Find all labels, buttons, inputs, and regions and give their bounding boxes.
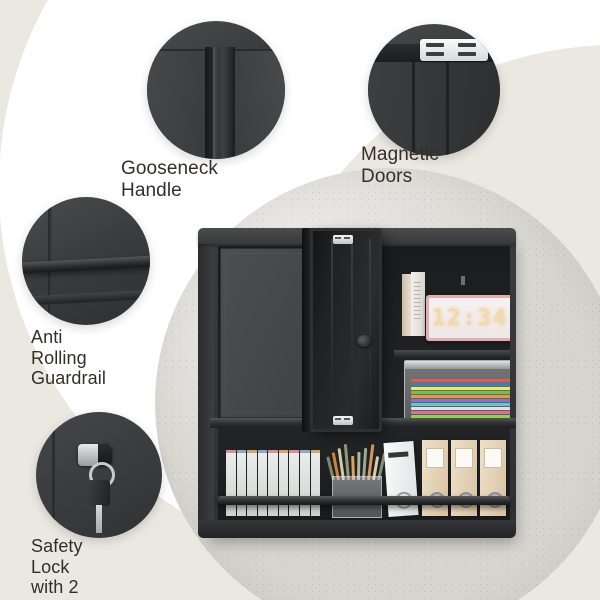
handle-left-door-face (147, 49, 205, 159)
colored-pencils (326, 444, 387, 481)
safety-lock-detail-image (36, 412, 162, 538)
guardrail-shelf-edge (22, 289, 150, 306)
right-door-edge (302, 228, 311, 432)
upper-book-a (402, 274, 411, 336)
paper-sheet (411, 403, 510, 406)
gooseneck-channel-icon (205, 47, 235, 159)
paper-sheet (411, 391, 510, 394)
callout-label-safety-lock: Safety Lock with 2 Keys (31, 536, 83, 600)
door-rib-1 (331, 239, 333, 421)
upper-shelf-tag (461, 276, 465, 285)
key-blade-icon (96, 505, 102, 533)
paper-sheet (411, 407, 510, 410)
right-cabinet-door-open[interactable] (302, 228, 382, 432)
white-book-row (226, 450, 321, 516)
upper-book-b (411, 272, 425, 336)
paper-sheet (411, 415, 510, 418)
cabinet-bottom-panel (198, 520, 516, 538)
paper-sheet (411, 411, 510, 414)
lock-panel-seam (52, 412, 55, 538)
callout-label-gooseneck-handle: Gooseneck Handle (121, 158, 219, 201)
pencil (343, 444, 350, 481)
magnet-door-seam-1 (412, 61, 415, 156)
door-rib-2 (351, 239, 353, 421)
gooseneck-handle-detail-image (147, 21, 285, 159)
key-head-icon (88, 480, 110, 506)
magnetic-catch-bottom-icon (333, 416, 353, 425)
paper-stack (411, 379, 510, 418)
lower-compartment-interior (218, 428, 510, 520)
paper-sheet (411, 399, 510, 402)
magnet-door-body (368, 61, 500, 156)
paper-sheet (411, 383, 510, 386)
middle-shelf-board (394, 350, 510, 357)
handle-right-door-face (235, 49, 285, 159)
door-lock-cylinder[interactable] (357, 335, 372, 347)
guardrail-detail-image (22, 197, 150, 325)
door-rib-3 (369, 239, 371, 421)
paper-sheet (411, 395, 510, 398)
anti-rolling-guardrail-bar (218, 496, 510, 505)
white-binder (383, 441, 419, 517)
guardrail-bar-icon (22, 255, 150, 274)
callout-label-magnetic-doors: Magnetic Doors (361, 144, 439, 187)
callout-label-anti-rolling-guardrail: Anti Rolling Guardrail (31, 327, 106, 389)
magnetic-catch-top-icon (333, 235, 353, 244)
right-door-inner-face (310, 228, 382, 432)
magnet-door-seam-2 (446, 61, 449, 156)
handle-highlight (213, 47, 218, 159)
storage-bin (404, 360, 510, 418)
paper-sheet (411, 387, 510, 390)
lock-cylinder-icon (78, 444, 112, 466)
magnetic-catch-plate-icon (420, 39, 488, 61)
clock-time-display: 12:34 (431, 305, 509, 331)
magnetic-doors-detail-image (368, 24, 500, 156)
storage-bin-lip (405, 361, 510, 369)
digital-clock: 12:34 (426, 295, 510, 341)
cabinet-left-side (198, 236, 214, 538)
paper-sheet (411, 379, 510, 382)
